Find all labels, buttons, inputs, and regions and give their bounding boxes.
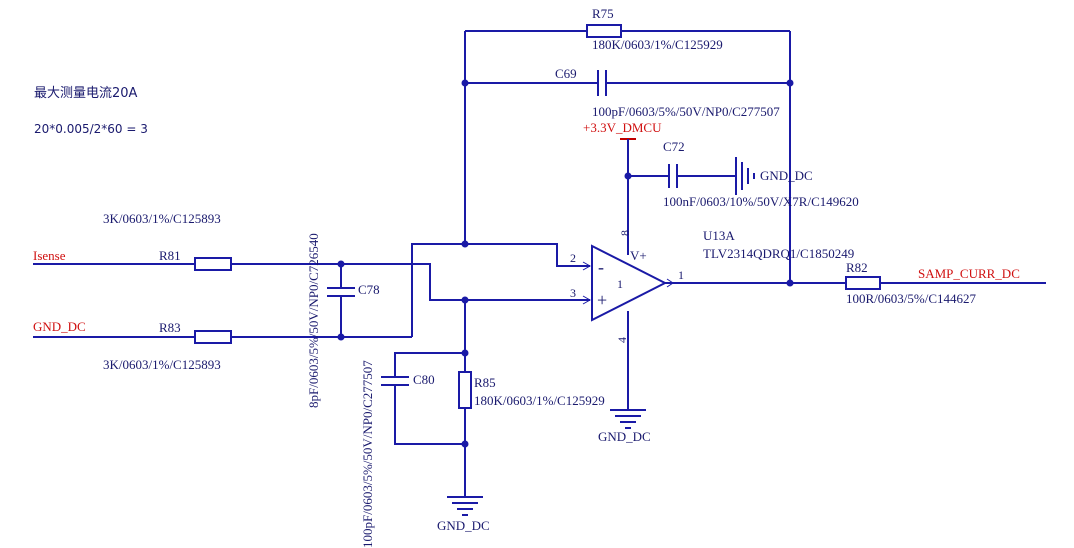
u13a-opamp[interactable]	[591, 244, 668, 322]
ground-symbol-top[interactable]	[735, 157, 755, 195]
net-output-label: SAMP_CURR_DC	[918, 266, 1020, 281]
pin-inv-number: 2	[570, 251, 576, 265]
ground-symbol-bottom[interactable]	[447, 496, 483, 516]
r81-resistor[interactable]	[194, 257, 232, 271]
net-gnd-top-label: GND_DC	[760, 168, 813, 183]
r75-ref: R75	[592, 6, 614, 21]
c78-ref: C78	[358, 282, 380, 297]
opamp-plus-sign: +	[597, 290, 607, 310]
net-vcc-label: +3.3V_DMCU	[583, 120, 662, 135]
pin-vplus-number: 8	[618, 230, 632, 236]
opamp-minus-sign: -	[598, 257, 604, 277]
u13a-value: TLV2314QDRQ1/C1850249	[703, 246, 854, 261]
pin-out-number: 1	[678, 268, 684, 282]
c69-value: 100pF/0603/5%/50V/NP0/C277507	[592, 104, 780, 119]
c80-capacitor[interactable]	[381, 376, 409, 386]
wire-feedback	[464, 30, 791, 282]
c69-ref: C69	[555, 66, 577, 81]
junction-dot	[461, 240, 469, 248]
r82-value: 100R/0603/5%/C144627	[846, 291, 977, 306]
pin-noninv-number: 3	[570, 286, 576, 300]
junction-dot	[461, 79, 469, 87]
opamp-unit-label: 1	[617, 277, 623, 291]
opamp-vplus-label: V+	[630, 248, 647, 263]
wire-inverting	[411, 243, 590, 337]
junction-dot	[337, 333, 345, 341]
c69-capacitor[interactable]	[597, 70, 607, 96]
net-gnd-input-label: GND_DC	[33, 319, 86, 334]
r83-resistor[interactable]	[194, 330, 232, 344]
junction-dot	[786, 79, 794, 87]
net-gnd-bottom-label: GND_DC	[437, 518, 490, 533]
note-max-current: 最大测量电流20A	[34, 86, 138, 101]
c78-capacitor[interactable]	[327, 287, 355, 297]
net-isense-label: Isense	[33, 248, 66, 263]
junction-dot	[461, 440, 469, 448]
c78-value: 8pF/0603/5%/50V/NP0/C726540	[306, 233, 321, 408]
net-gnd-opamp-label: GND_DC	[598, 429, 651, 444]
r85-resistor[interactable]	[458, 371, 472, 409]
c72-capacitor[interactable]	[668, 164, 678, 188]
c72-ref: C72	[663, 139, 685, 154]
junction-dot	[337, 260, 345, 268]
c72-value: 100nF/0603/10%/50V/X7R/C149620	[663, 194, 859, 209]
power-port-vcc[interactable]	[620, 138, 636, 255]
wire-c80	[394, 352, 466, 497]
c80-value: 100pF/0603/5%/50V/NP0/C277507	[360, 360, 375, 548]
r85-ref: R85	[474, 375, 496, 390]
u13a-ref: U13A	[703, 228, 735, 243]
pin-vminus-number: 4	[615, 337, 629, 343]
r75-resistor[interactable]	[586, 24, 622, 38]
r82-ref: R82	[846, 260, 868, 275]
ground-symbol-opamp[interactable]	[610, 409, 646, 429]
r75-value: 180K/0603/1%/C125929	[592, 37, 723, 52]
r85-value: 180K/0603/1%/C125929	[474, 393, 605, 408]
junction-dot	[786, 279, 794, 287]
r82-resistor[interactable]	[845, 276, 881, 290]
r81-ref: R81	[159, 248, 181, 263]
junction-dot	[461, 296, 469, 304]
r83-value: 3K/0603/1%/C125893	[103, 357, 221, 372]
c80-ref: C80	[413, 372, 435, 387]
r83-ref: R83	[159, 320, 181, 335]
wire-noninverting	[231, 263, 590, 372]
note-gain-calc: 20*0.005/2*60 = 3	[34, 122, 148, 136]
r81-value: 3K/0603/1%/C125893	[103, 211, 221, 226]
